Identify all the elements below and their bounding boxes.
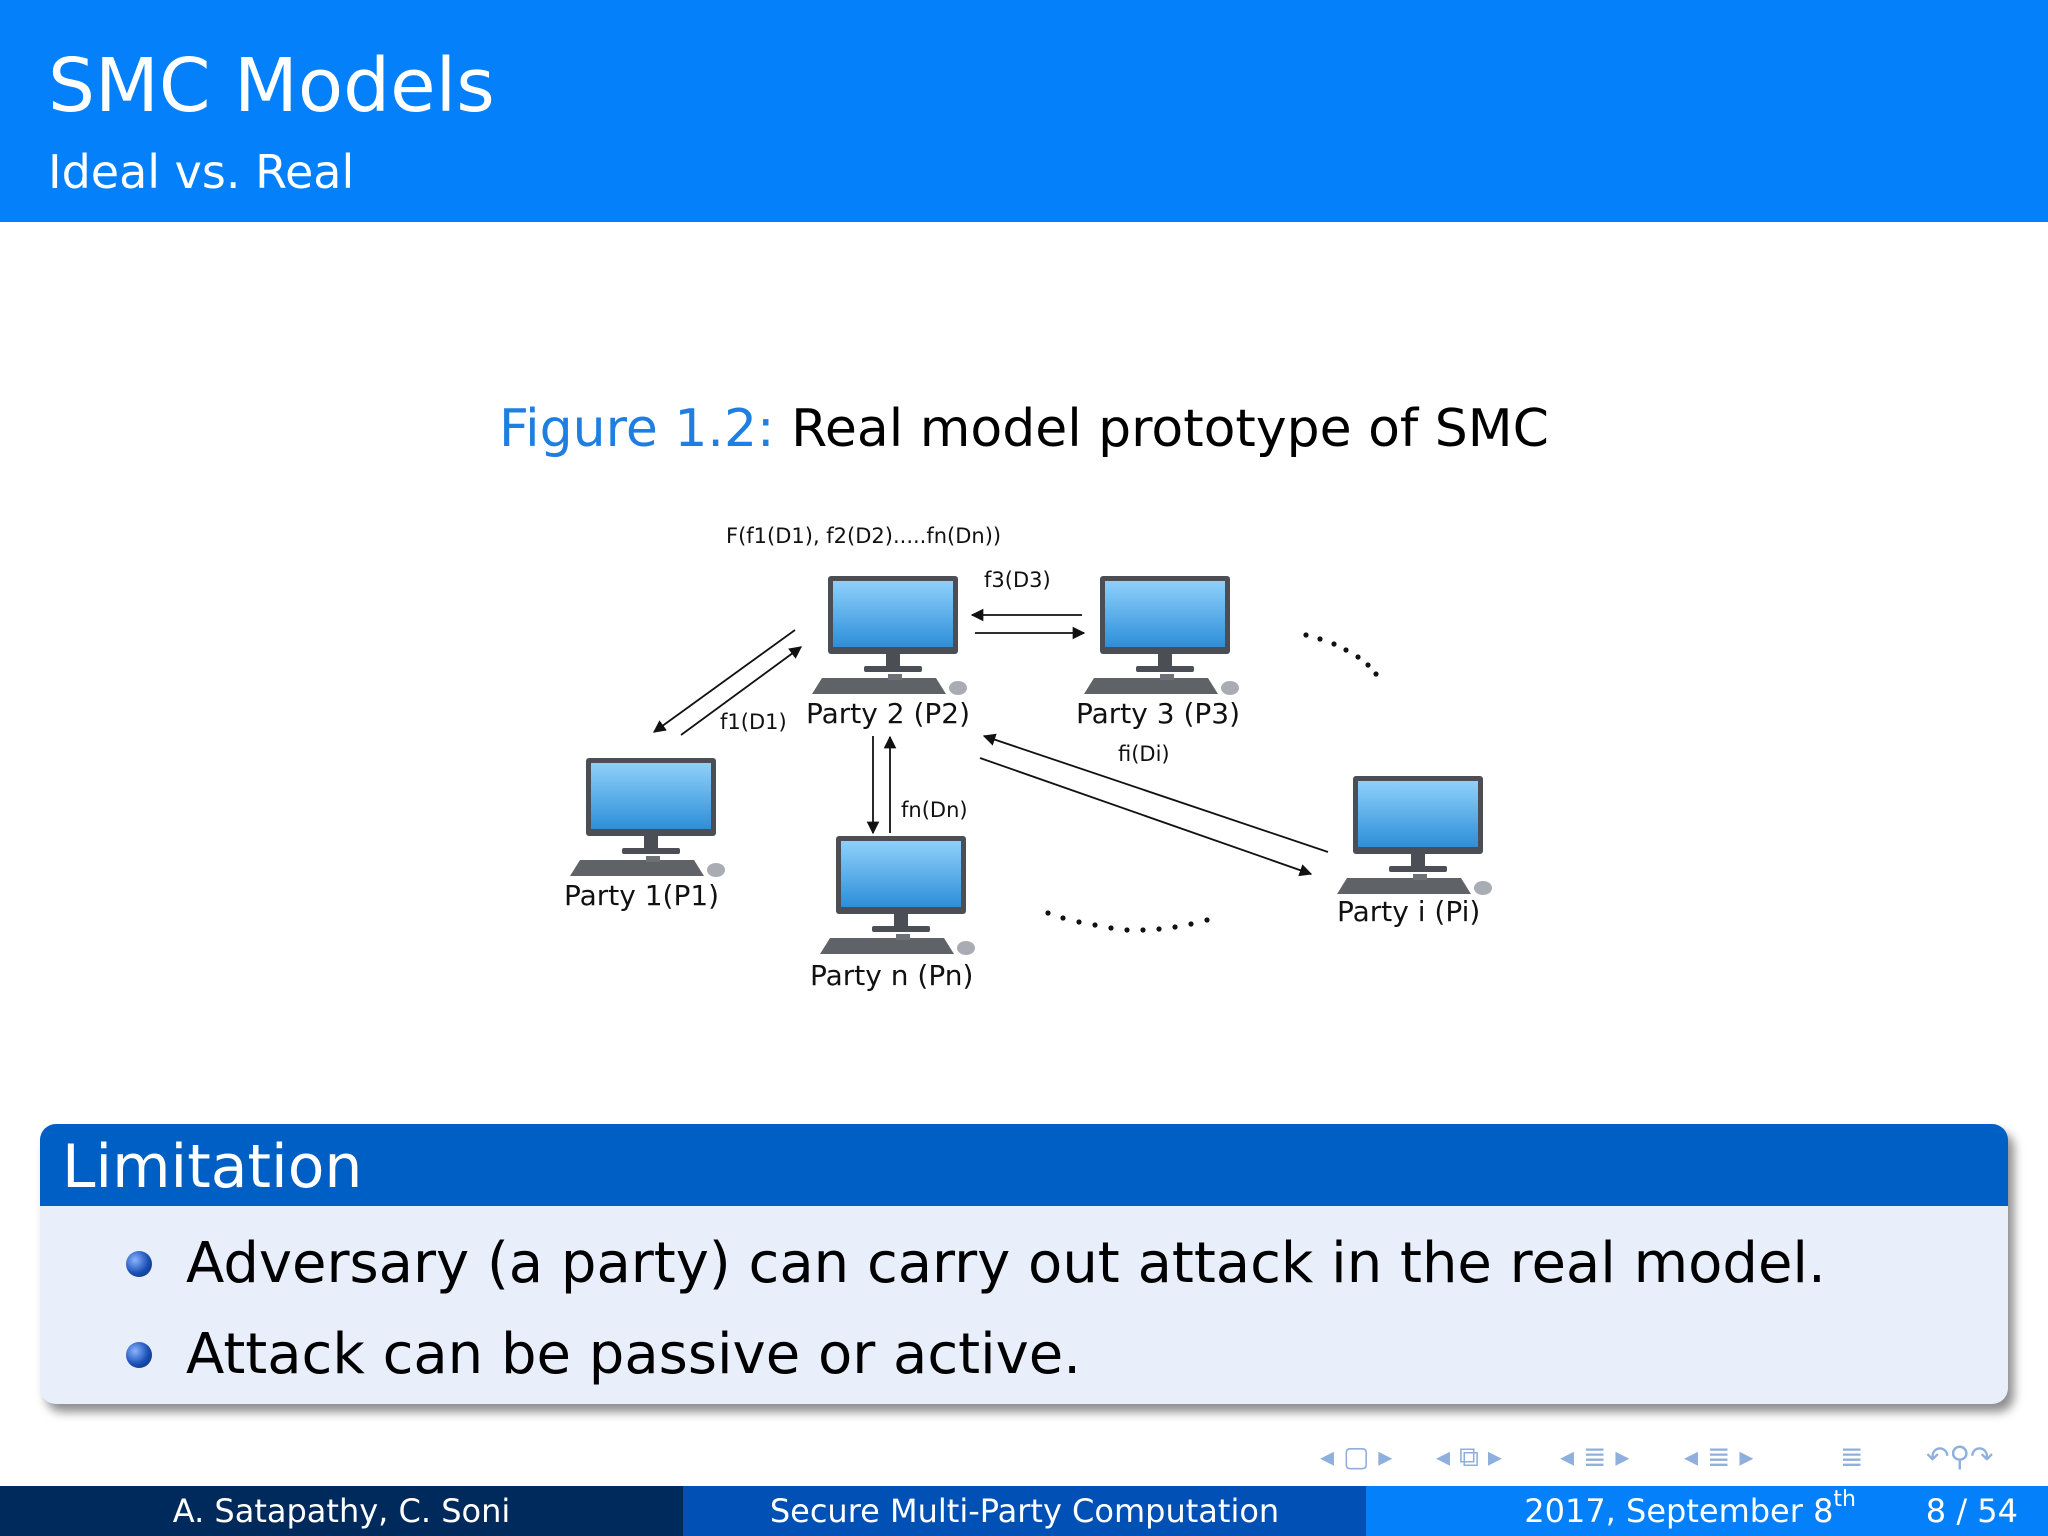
nav-section-icon[interactable]: ◂ ≣ ▸ bbox=[1560, 1440, 1630, 1473]
computer-p3-icon bbox=[1084, 576, 1239, 695]
header-bar: SMC Models Ideal vs. Real bbox=[0, 0, 2048, 222]
smc-diagram: F(f1(D1), f2(D2).....fn(Dn)) f3(D3) f1(D… bbox=[540, 500, 1540, 1020]
figure-caption: Figure 1.2: Real model prototype of SMC bbox=[0, 396, 2048, 462]
footer-right: 2017, September 8th 8 / 54 bbox=[1366, 1486, 2048, 1536]
nav-subsection-icon[interactable]: ◂ ⧉ ▸ bbox=[1436, 1440, 1502, 1473]
footer-date-text: 2017, September 8 bbox=[1524, 1492, 1834, 1530]
edge-label-fi: fi(Di) bbox=[1118, 742, 1170, 766]
ellipsis-dots-lower bbox=[1045, 910, 1210, 933]
block-title: Limitation bbox=[62, 1132, 363, 1202]
limitation-block: Limitation Adversary (a party) can carry… bbox=[40, 1124, 2008, 1404]
edge-label-fn: fn(Dn) bbox=[901, 798, 968, 822]
slide-title: SMC Models bbox=[48, 43, 495, 129]
edge-label-f1: f1(D1) bbox=[720, 710, 787, 734]
ellipsis-dots-upper bbox=[1303, 632, 1379, 677]
party-i-label: Party i (Pi) bbox=[1337, 895, 1481, 928]
computer-pn-icon bbox=[820, 836, 975, 955]
footer-page-number: 8 / 54 bbox=[1925, 1492, 2018, 1530]
party-1-label: Party 1(P1) bbox=[564, 879, 720, 912]
computer-p1-icon bbox=[570, 758, 725, 877]
overall-function-label: F(f1(D1), f2(D2).....fn(Dn)) bbox=[726, 524, 1002, 548]
nav-slide-icon[interactable]: ◂ ≣ ▸ bbox=[1684, 1440, 1754, 1473]
footer-date: 2017, September 8th bbox=[1524, 1486, 1856, 1536]
party-2-label: Party 2 (P2) bbox=[806, 697, 971, 730]
block-header: Limitation bbox=[40, 1124, 2008, 1206]
list-item: Attack can be passive or active. bbox=[186, 1322, 1082, 1387]
bullet-icon bbox=[126, 1342, 152, 1368]
nav-search-icon[interactable]: ↶⚲↷ bbox=[1926, 1440, 1994, 1473]
list-item: Adversary (a party) can carry out attack… bbox=[186, 1231, 1826, 1296]
footer-bar: A. Satapathy, C. Soni Secure Multi-Party… bbox=[0, 1486, 2048, 1536]
diagram-graphics bbox=[570, 576, 1492, 955]
computer-pi-icon bbox=[1337, 776, 1492, 895]
party-n-label: Party n (Pn) bbox=[810, 959, 974, 992]
nav-menu-icon[interactable]: ≣ bbox=[1840, 1440, 1864, 1473]
edge-label-f3: f3(D3) bbox=[984, 568, 1051, 592]
footer-date-suffix: th bbox=[1833, 1487, 1856, 1513]
party-3-label: Party 3 (P3) bbox=[1076, 697, 1241, 730]
computer-p2-icon bbox=[812, 576, 967, 695]
bullet-icon bbox=[126, 1251, 152, 1277]
figure-caption-text: Real model prototype of SMC bbox=[791, 399, 1549, 459]
nav-frame-icon[interactable]: ◂ ▢ ▸ bbox=[1320, 1440, 1393, 1473]
navigation-bar: ◂ ▢ ▸ ◂ ⧉ ▸ ◂ ≣ ▸ ◂ ≣ ▸ ≣ ↶⚲↷ bbox=[1300, 1440, 2040, 1474]
slide-subtitle: Ideal vs. Real bbox=[48, 145, 355, 199]
figure-label: Figure 1.2: bbox=[499, 399, 775, 459]
footer-authors: A. Satapathy, C. Soni bbox=[0, 1486, 683, 1536]
footer-talk-title: Secure Multi-Party Computation bbox=[683, 1486, 1366, 1536]
